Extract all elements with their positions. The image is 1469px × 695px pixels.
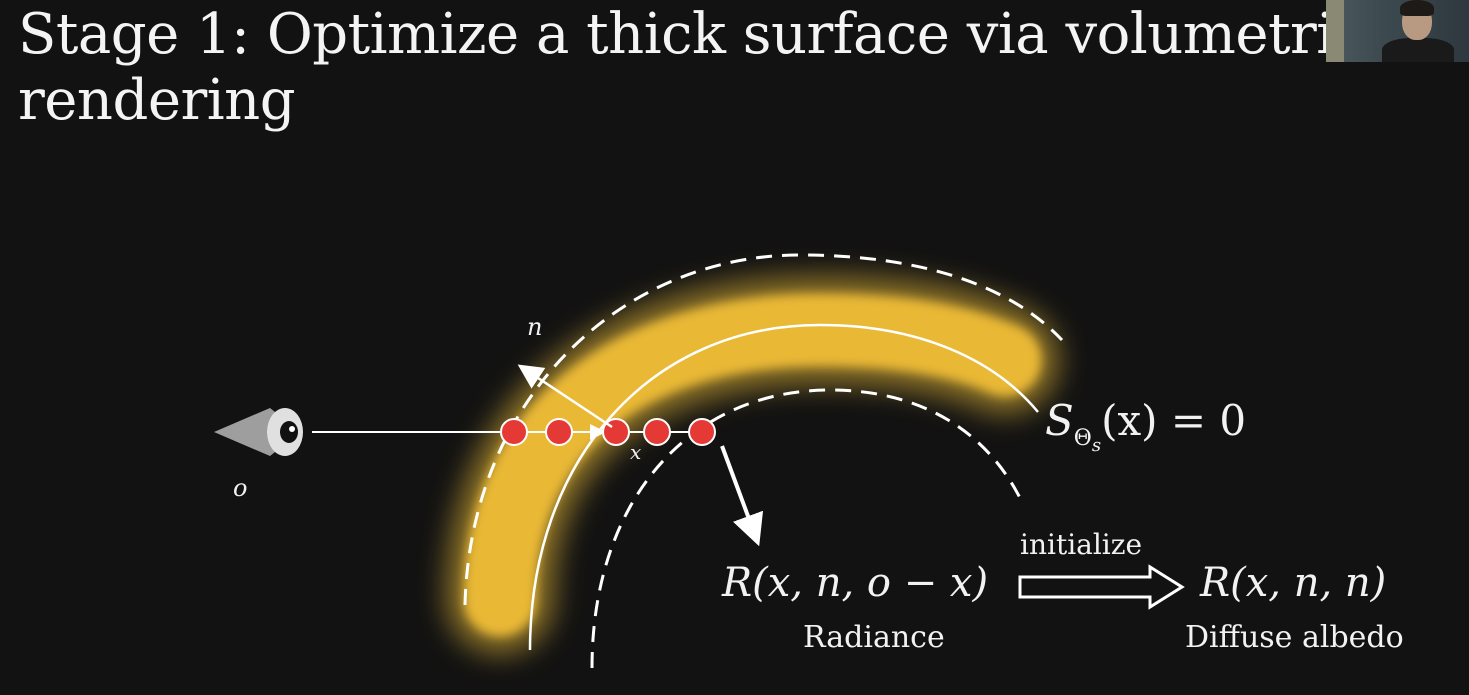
sample-point bbox=[643, 418, 671, 446]
slide-title-line-2: rendering bbox=[18, 68, 296, 133]
normal-label: n bbox=[527, 313, 543, 341]
outer-dashed-boundary bbox=[463, 253, 1064, 606]
presenter-webcam bbox=[1326, 0, 1469, 62]
radiance-caption: Radiance bbox=[803, 620, 945, 655]
camera-eye-icon bbox=[214, 408, 303, 456]
slide-title-line-1: Stage 1: Optimize a thick surface via vo… bbox=[18, 2, 1334, 67]
inner-dashed-boundary bbox=[590, 388, 1022, 669]
albedo-caption: Diffuse albedo bbox=[1185, 620, 1404, 655]
surface-eq-symbol: S bbox=[1045, 396, 1074, 445]
sample-point bbox=[688, 418, 716, 446]
point-label: x bbox=[630, 440, 642, 464]
surface-equation: SΘs(x) = 0 bbox=[1045, 396, 1246, 456]
surface-eq-sub-s: s bbox=[1091, 435, 1102, 456]
normal-arrow bbox=[517, 364, 613, 429]
initialize-label: initialize bbox=[1020, 528, 1143, 561]
surface-eq-theta: Θ bbox=[1073, 426, 1092, 451]
sample-point bbox=[500, 418, 528, 446]
surface-eq-rest: (x) = 0 bbox=[1101, 396, 1247, 445]
initialize-arrow bbox=[1018, 564, 1185, 610]
origin-label: o bbox=[233, 474, 248, 502]
zero-level-set-curve bbox=[528, 323, 1039, 651]
radiance-arrow bbox=[720, 445, 764, 547]
slide-title: Stage 1: Optimize a thick surface via vo… bbox=[18, 2, 1334, 134]
sample-points bbox=[500, 418, 716, 446]
sample-point bbox=[545, 418, 573, 446]
albedo-expression: R(x, n, n) bbox=[1200, 560, 1387, 606]
radiance-expression: R(x, n, o − x) bbox=[722, 560, 989, 606]
